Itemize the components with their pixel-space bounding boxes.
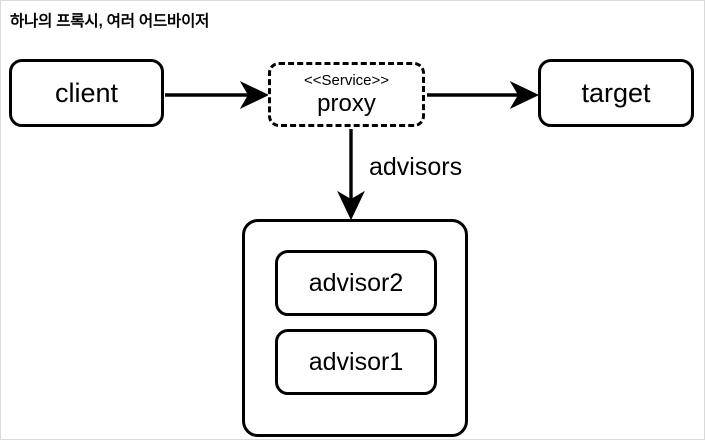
node-target-label: target xyxy=(581,77,651,108)
node-client-label: client xyxy=(54,77,119,108)
node-proxy-label: proxy xyxy=(317,90,376,118)
node-client[interactable]: client xyxy=(9,59,164,127)
node-proxy-stereotype: <<Service>> xyxy=(303,72,390,90)
node-advisors-container[interactable]: advisor2 advisor1 xyxy=(242,219,468,437)
node-advisor2-label: advisor2 xyxy=(308,268,404,297)
edge-label-advisors: advisors xyxy=(369,153,463,181)
node-advisor1-label: advisor1 xyxy=(308,347,404,376)
node-target[interactable]: target xyxy=(538,59,694,127)
node-proxy[interactable]: <<Service>> proxy xyxy=(268,62,425,127)
page-title: 하나의 프록시, 여러 어드바이저 xyxy=(10,13,210,30)
node-advisor1[interactable]: advisor1 xyxy=(275,329,437,395)
node-advisor2[interactable]: advisor2 xyxy=(275,250,437,316)
